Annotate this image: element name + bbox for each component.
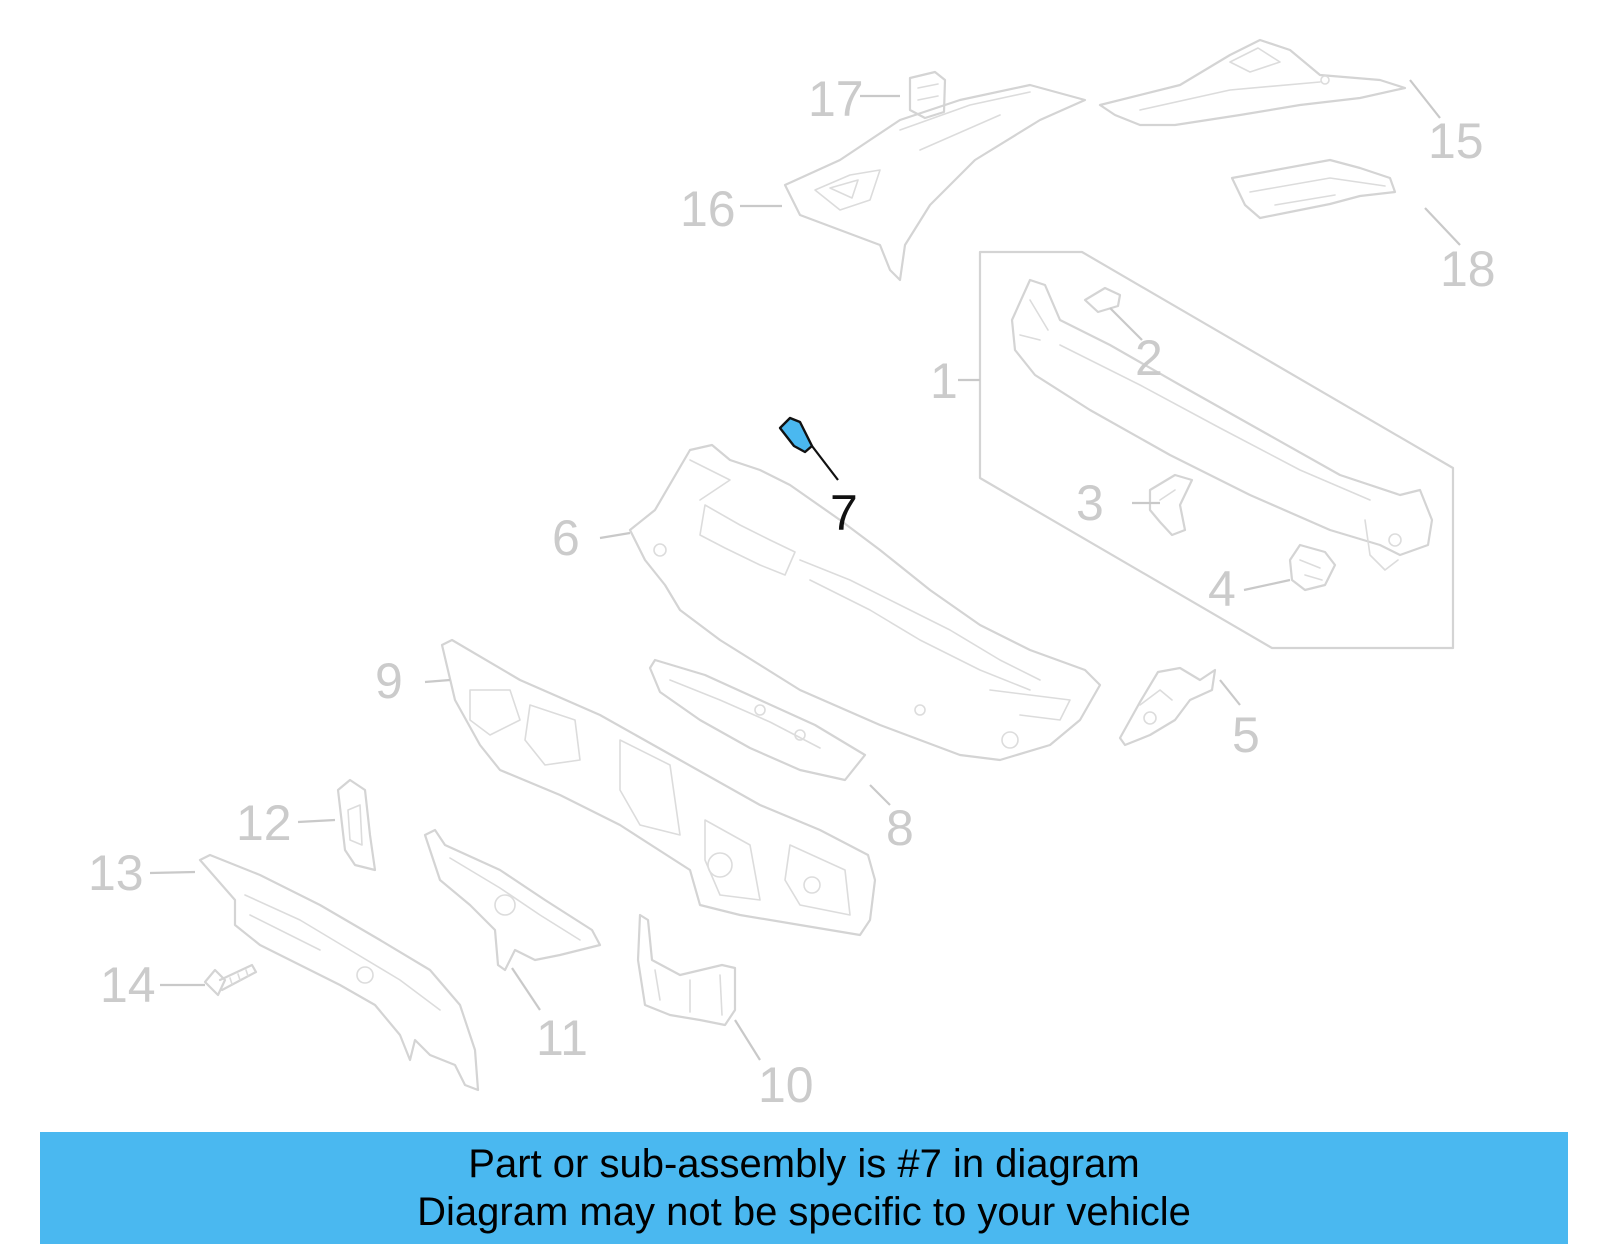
callout-12: 12 [236, 795, 292, 851]
callout-5: 5 [1232, 707, 1260, 763]
callout-10: 10 [758, 1057, 814, 1113]
callout-7: 7 [830, 485, 858, 541]
part-1-assembly-box [978, 250, 1455, 650]
callout-11: 11 [536, 1010, 588, 1066]
callout-16: 16 [680, 181, 736, 237]
callout-1: 1 [930, 353, 958, 409]
part-12-bracket [336, 778, 377, 872]
part-6-cowl-panel [628, 443, 1102, 762]
part-5-bracket [1118, 666, 1217, 747]
info-banner: Part or sub-assembly is #7 in diagram Di… [40, 1132, 1568, 1244]
callout-6: 6 [552, 510, 580, 566]
banner-line-2: Diagram may not be specific to your vehi… [417, 1190, 1191, 1234]
callout-8: 8 [886, 800, 914, 856]
part-15-cowl-side-panel [1098, 38, 1407, 127]
callout-numbers: 17 16 15 18 1 2 3 4 7 6 5 9 8 12 13 14 1… [88, 71, 1496, 1113]
callout-17: 17 [808, 71, 864, 127]
exploded-parts-diagram: 17 16 15 18 1 2 3 4 7 6 5 9 8 12 13 14 1… [88, 38, 1496, 1113]
callout-13: 13 [88, 845, 144, 901]
part-2-clip [1083, 286, 1122, 314]
part-9-dash-panel [440, 638, 877, 937]
part-16-cowl-side-panel [783, 83, 1087, 282]
part-4-bracket [1288, 543, 1337, 592]
callout-18: 18 [1440, 241, 1496, 297]
part-10-bracket [636, 913, 737, 1027]
part-18-bracket [1230, 158, 1397, 220]
leader-lines [149, 79, 1461, 1061]
part-11-bracket [423, 828, 602, 972]
part-8-reinforcement [648, 658, 867, 782]
callout-14: 14 [100, 957, 156, 1013]
callout-15: 15 [1428, 113, 1484, 169]
part-17-bracket [908, 70, 947, 120]
part-13-reinforcement [198, 853, 480, 1092]
callout-9: 9 [375, 653, 403, 709]
part-3-bracket [1148, 473, 1194, 537]
callout-4: 4 [1208, 561, 1236, 617]
part-7-highlighted-part [778, 416, 814, 454]
callout-3: 3 [1076, 475, 1104, 531]
callout-2: 2 [1135, 330, 1163, 386]
part-14-bolt [203, 963, 258, 997]
banner-line-1: Part or sub-assembly is #7 in diagram [468, 1142, 1140, 1186]
